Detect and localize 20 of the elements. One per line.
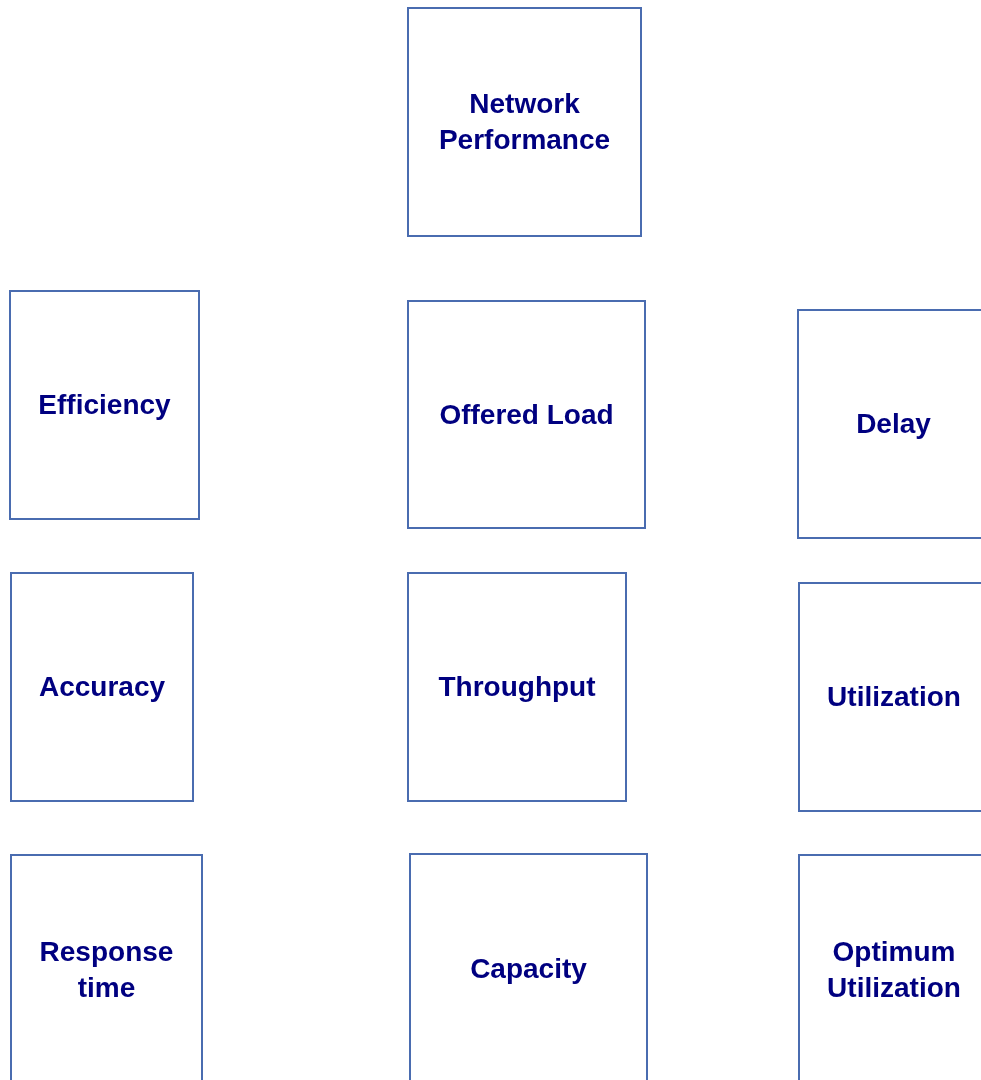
concept-box <box>409 853 648 1080</box>
concept-box <box>9 290 200 520</box>
box-label: Throughput <box>438 670 596 704</box>
concept-box <box>407 300 646 529</box>
box-label: Utilization <box>827 680 961 714</box>
box-label: Delay <box>856 407 931 441</box>
box-label: Capacity <box>470 952 587 986</box>
concept-box <box>10 854 203 1080</box>
box-label: Optimum Utilization <box>826 935 962 1005</box>
concept-box <box>798 582 981 812</box>
concept-box <box>798 854 981 1080</box>
box-label: Accuracy <box>38 670 166 704</box>
box-label: Network Performance <box>437 87 612 157</box>
concept-box <box>407 572 627 802</box>
concept-box <box>407 7 642 237</box>
box-label: Offered Load <box>439 397 614 432</box>
box-label: Efficiency <box>38 388 171 422</box>
concept-box <box>10 572 194 802</box>
box-label: Response time <box>38 935 175 1005</box>
concept-box <box>797 309 981 539</box>
